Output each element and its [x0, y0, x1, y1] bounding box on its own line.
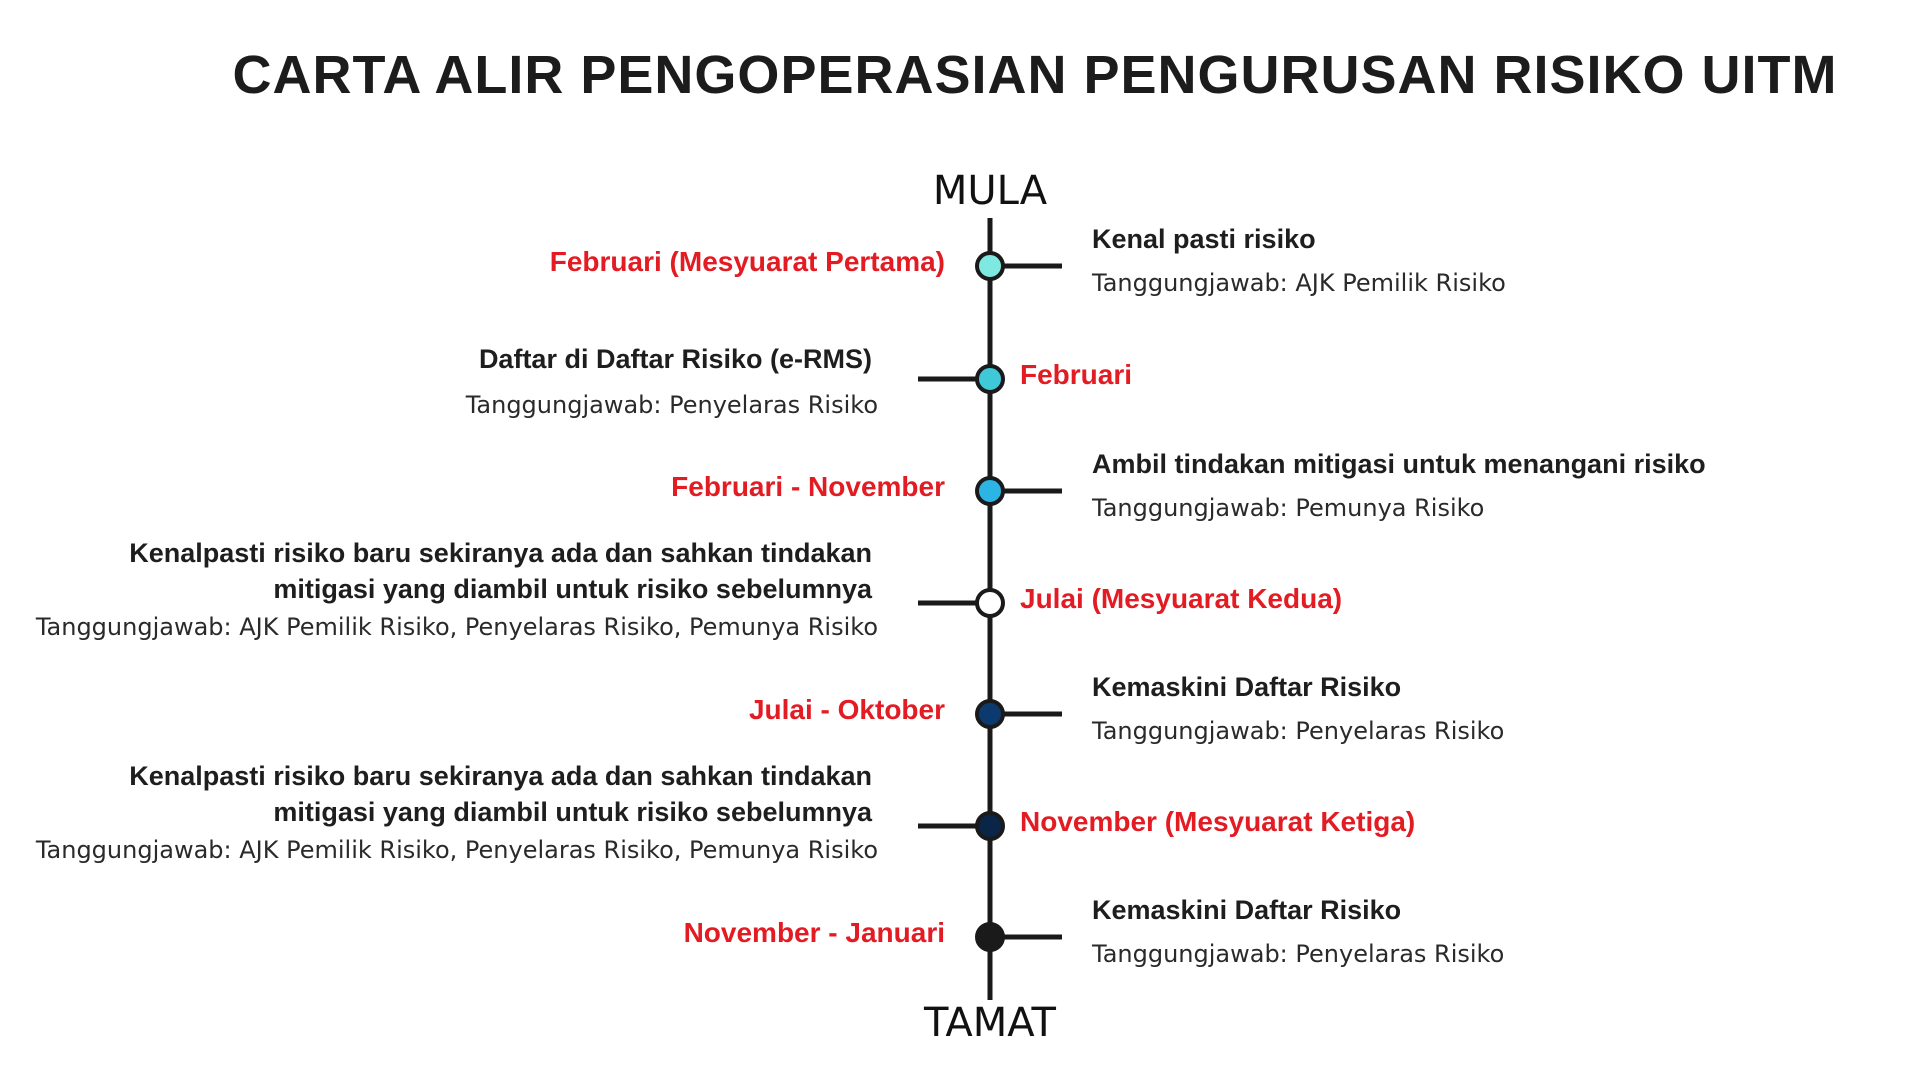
- step-responsibility: Tanggungjawab: AJK Pemilik Risiko, Penye…: [35, 613, 878, 641]
- step-node: [975, 699, 1005, 729]
- step-node: [975, 588, 1005, 618]
- step-activity: Kemaskini Daftar Risiko: [1092, 895, 1402, 925]
- step-date: Februari - November: [671, 471, 945, 502]
- step-activity: Kemaskini Daftar Risiko: [1092, 672, 1402, 702]
- step-activity: Kenalpasti risiko baru sekiranya ada dan…: [129, 761, 872, 791]
- step-node: [975, 251, 1005, 281]
- step-date: Februari (Mesyuarat Pertama): [549, 246, 945, 277]
- step-responsibility: Tanggungjawab: Penyelaras Risiko: [1092, 940, 1505, 968]
- step-responsibility: Tanggungjawab: Penyelaras Risiko: [465, 391, 878, 419]
- start-label: MULA: [932, 168, 1048, 214]
- step-node: [975, 476, 1005, 506]
- step-activity: mitigasi yang diambil untuk risiko sebel…: [273, 797, 872, 827]
- step-node: [975, 811, 1005, 841]
- step-activity: Daftar di Daftar Risiko (e-RMS): [478, 344, 872, 374]
- step-responsibility: Tanggungjawab: Penyelaras Risiko: [1092, 717, 1505, 745]
- step-node: [975, 922, 1005, 952]
- step-responsibility: Tanggungjawab: AJK Pemilik Risiko: [1092, 269, 1506, 297]
- step-date: Februari: [1020, 359, 1133, 390]
- step-activity: Ambil tindakan mitigasi untuk menangani …: [1092, 449, 1706, 479]
- step-date: Julai - Oktober: [748, 694, 945, 725]
- step-date: November - Januari: [683, 917, 945, 948]
- step-date: Julai (Mesyuarat Kedua): [1020, 583, 1343, 614]
- chart-title: CARTA ALIR PENGOPERASIAN PENGURUSAN RISI…: [232, 45, 1838, 105]
- step-activity: mitigasi yang diambil untuk risiko sebel…: [273, 574, 872, 604]
- step-responsibility: Tanggungjawab: AJK Pemilik Risiko, Penye…: [35, 836, 878, 864]
- end-label: TAMAT: [924, 1000, 1056, 1046]
- step-activity: Kenalpasti risiko baru sekiranya ada dan…: [129, 538, 872, 568]
- step-node: [975, 364, 1005, 394]
- step-activity: Kenal pasti risiko: [1092, 224, 1316, 254]
- step-responsibility: Tanggungjawab: Pemunya Risiko: [1092, 494, 1485, 522]
- step-date: November (Mesyuarat Ketiga): [1020, 806, 1416, 837]
